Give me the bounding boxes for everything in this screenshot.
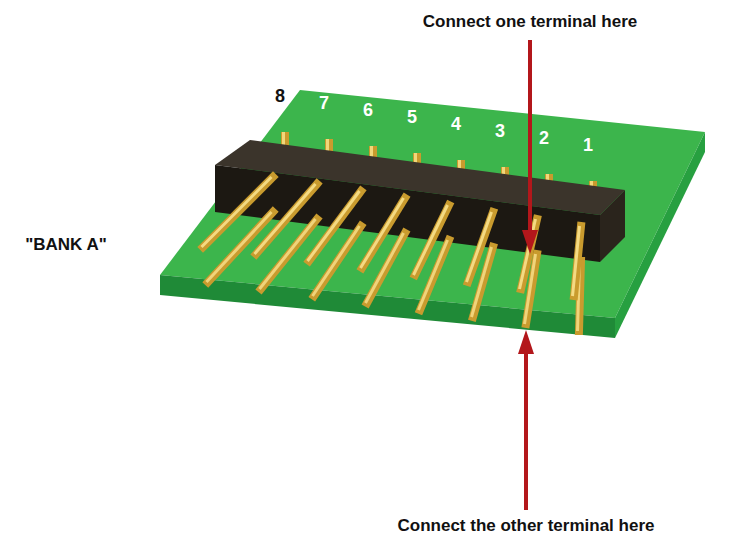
pin-shine <box>467 212 492 282</box>
pin-shine <box>366 233 404 303</box>
bank-label: "BANK A" <box>25 235 107 255</box>
pin-number: 8 <box>275 86 285 107</box>
pin-number: 5 <box>407 107 417 128</box>
pin-shine <box>260 219 316 289</box>
pin-shine <box>202 177 272 247</box>
pin-shine <box>520 219 536 289</box>
pin-number: 3 <box>495 121 505 142</box>
arrow-bottom <box>518 330 534 510</box>
pin-shine <box>414 205 448 275</box>
pin-number: 2 <box>539 128 549 149</box>
pin-number: 4 <box>451 114 461 135</box>
board-side <box>615 132 705 338</box>
callout-text: Connect the other terminal here <box>398 516 655 536</box>
pin-shine <box>361 198 404 268</box>
pin-shine <box>308 191 360 261</box>
pin-shine <box>573 226 580 296</box>
arrow-top <box>522 40 538 254</box>
callout-text: Connect one terminal here <box>423 12 637 32</box>
arrow-line <box>528 40 532 232</box>
pin-number: 1 <box>583 135 593 156</box>
arrow-head <box>518 330 534 354</box>
pin-shine <box>255 184 316 254</box>
header-side <box>600 190 625 262</box>
pin-number: 6 <box>363 100 373 121</box>
pin-number: 7 <box>319 93 329 114</box>
pins <box>202 177 582 331</box>
arrow-head <box>522 230 538 254</box>
arrow-line <box>524 352 528 510</box>
board-front <box>160 275 615 338</box>
pin-shine <box>313 226 360 296</box>
